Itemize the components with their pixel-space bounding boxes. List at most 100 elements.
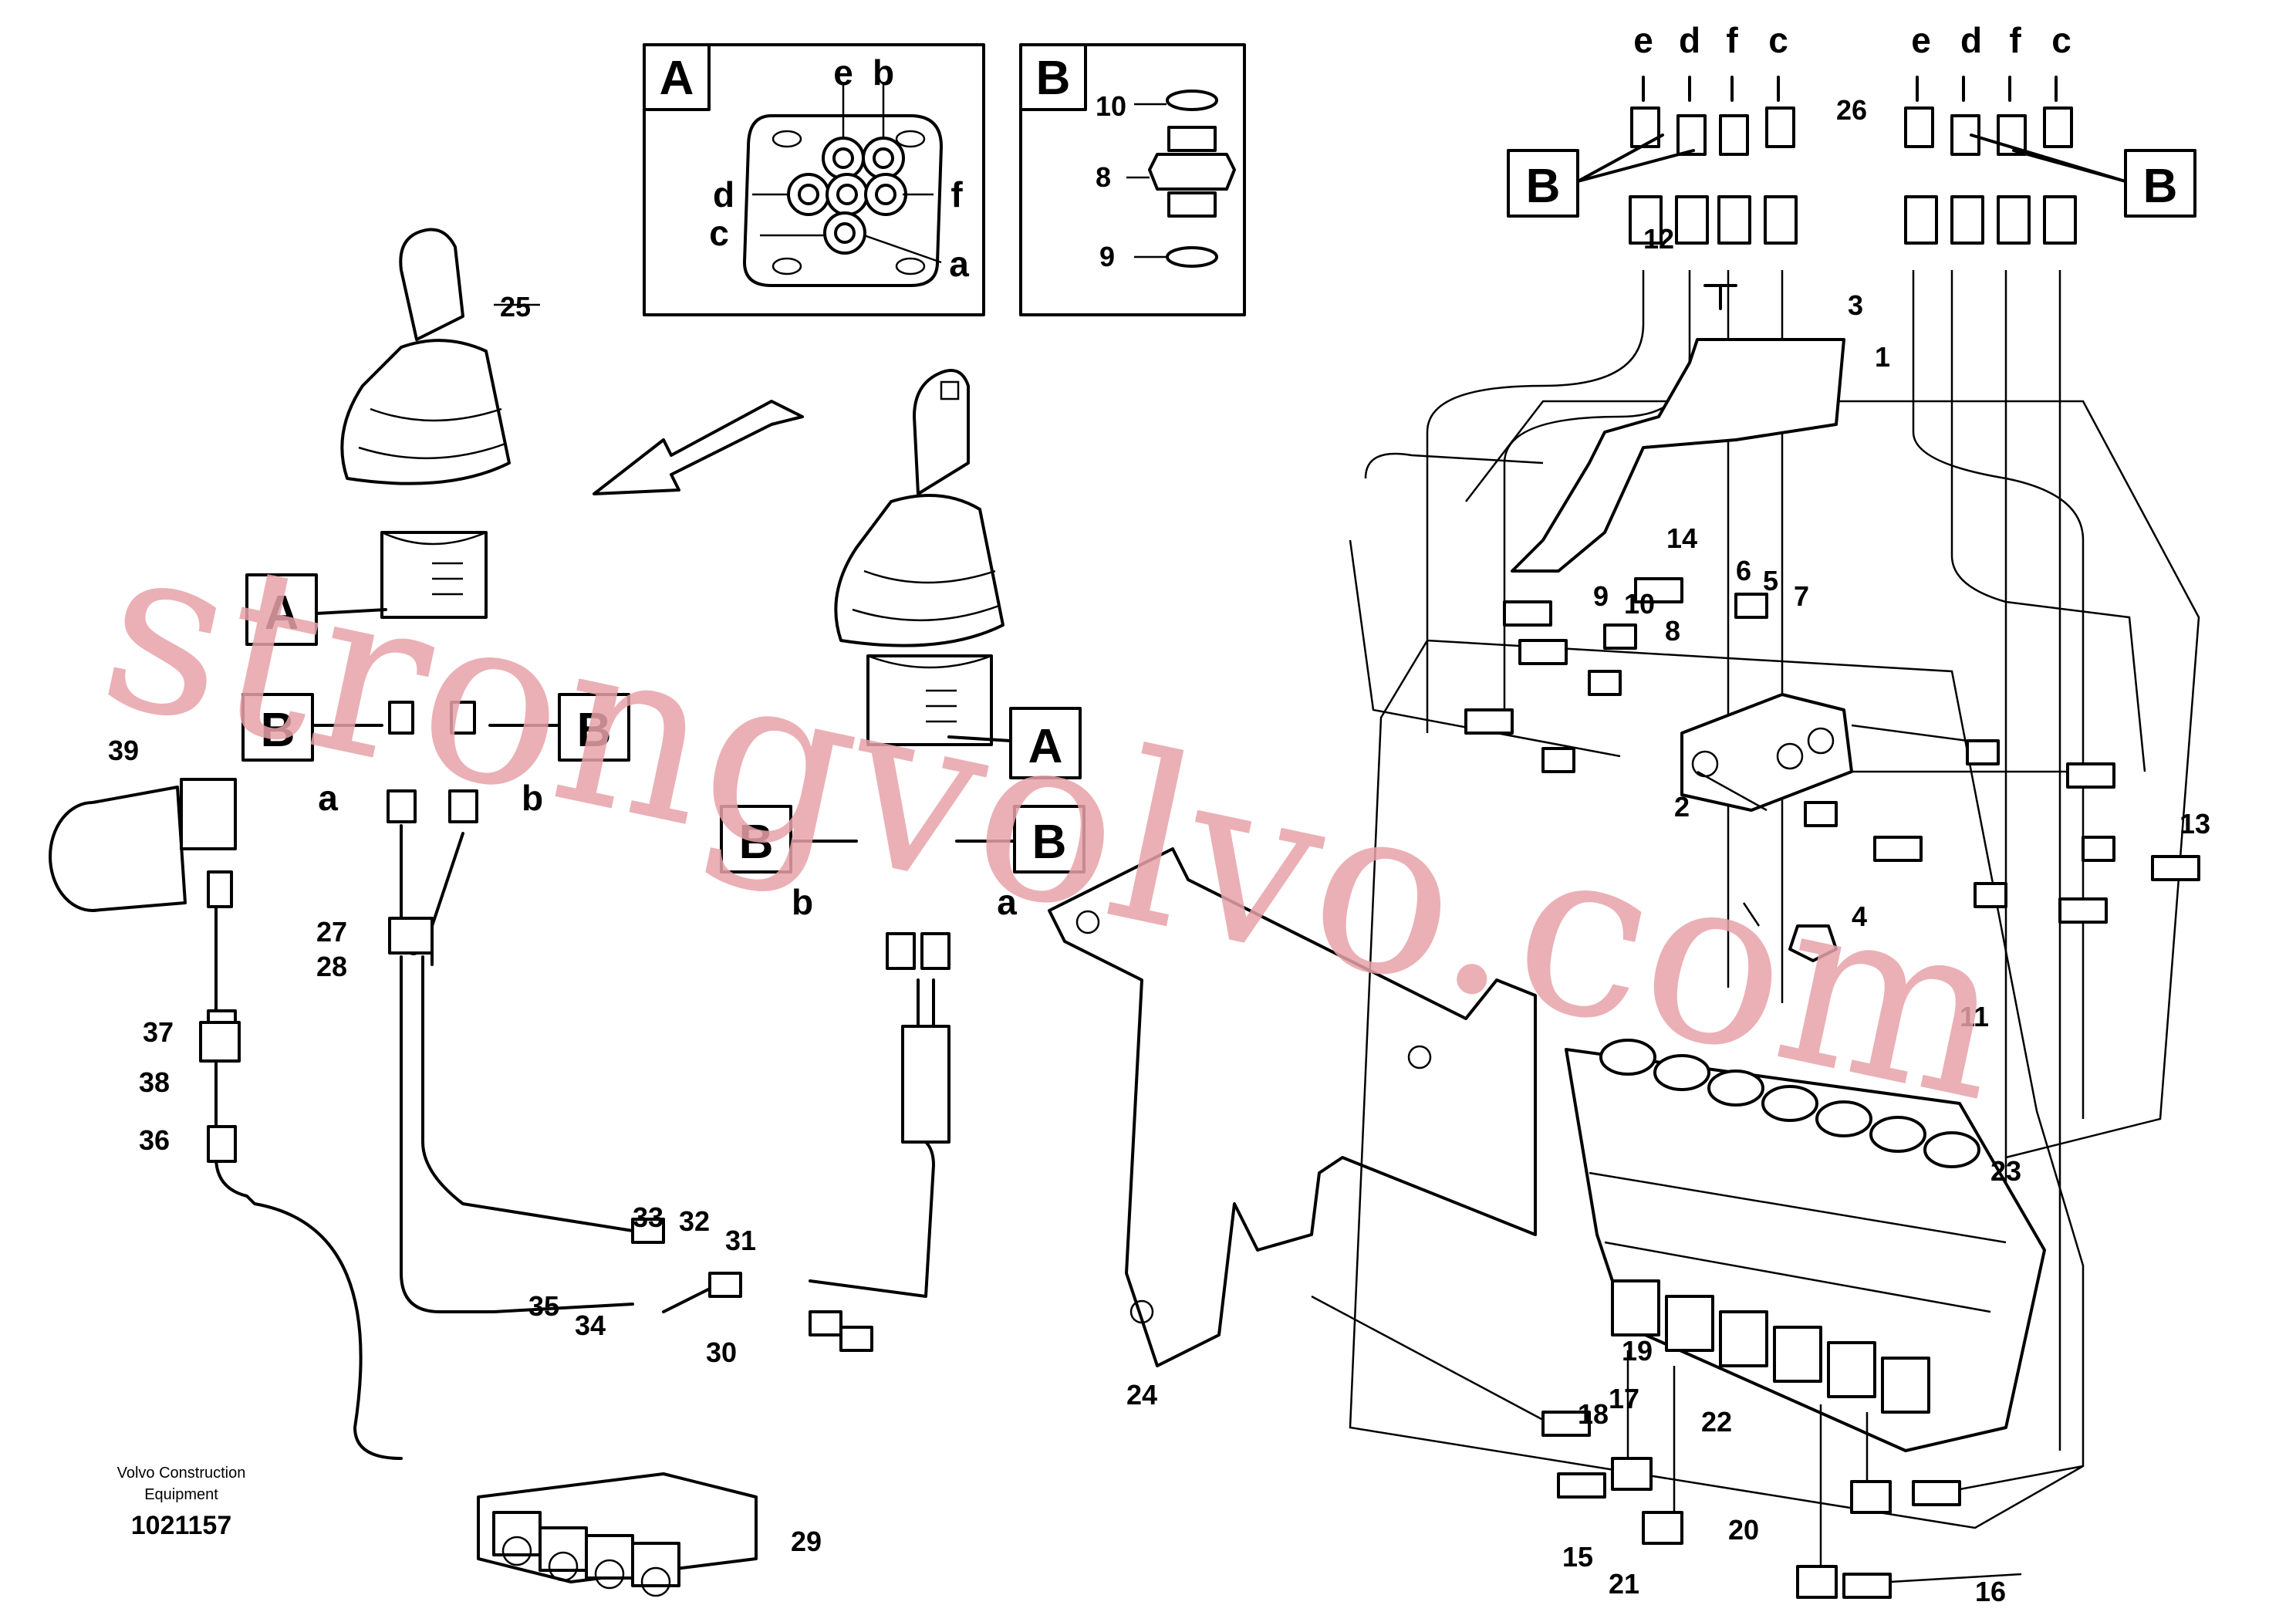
svg-text:3: 3 [1848, 289, 1863, 321]
callout-b-mid-2: B [955, 805, 1086, 874]
svg-text:21: 21 [1609, 1568, 1639, 1600]
callout-b-left-1: B [241, 693, 383, 762]
svg-text:8: 8 [1665, 615, 1680, 647]
left-joystick [340, 228, 540, 619]
inset-a-port-d: d [713, 174, 734, 215]
callout-b-top-left: B [1507, 133, 1695, 218]
inset-a-port-f: f [950, 174, 963, 215]
direction-arrow-icon [593, 400, 804, 495]
svg-text:26: 26 [1836, 94, 1867, 126]
svg-text:19: 19 [1622, 1335, 1653, 1367]
svg-text:a: a [318, 778, 338, 818]
svg-text:22: 22 [1701, 1406, 1732, 1438]
svg-text:35: 35 [528, 1290, 559, 1322]
svg-text:32: 32 [679, 1205, 710, 1237]
mounting-bracket [1048, 847, 1537, 1367]
fitting-rows [1464, 577, 2200, 962]
svg-text:5: 5 [1763, 565, 1778, 596]
svg-text:39: 39 [108, 735, 139, 766]
svg-text:29: 29 [791, 1526, 822, 1557]
svg-text:34: 34 [575, 1309, 606, 1341]
svg-text:37: 37 [143, 1016, 174, 1048]
inset-a-port-c: c [709, 213, 729, 253]
credit-line-1: Volvo Construction [117, 1465, 246, 1482]
svg-text:23: 23 [1990, 1155, 2021, 1187]
svg-text:7: 7 [1794, 580, 1809, 612]
svg-text:4: 4 [1852, 901, 1867, 932]
svg-text:B: B [739, 816, 774, 869]
svg-text:f: f [2009, 20, 2021, 60]
svg-text:24: 24 [1126, 1379, 1157, 1411]
main-control-valve [1565, 1039, 2046, 1452]
inset-a: A e b d f c a [643, 43, 985, 316]
inset-b: B 10 8 9 [1019, 43, 1246, 316]
svg-text:d: d [1960, 20, 1982, 60]
svg-text:a: a [997, 882, 1017, 922]
svg-text:30: 30 [706, 1336, 737, 1368]
svg-text:B: B [1526, 160, 1561, 213]
svg-text:e: e [1911, 20, 1931, 60]
inset-a-port-e: e [833, 52, 853, 93]
right-joystick [834, 369, 1004, 746]
svg-text:28: 28 [316, 951, 347, 982]
callout-a-right: A [947, 707, 1082, 779]
inset-a-port-b: b [873, 52, 894, 93]
svg-text:f: f [1726, 20, 1738, 60]
callout-boxes: A A B B B B B B [241, 133, 2196, 874]
svg-text:1: 1 [1875, 341, 1890, 373]
callout-b-top-right: B [1970, 133, 2196, 218]
svg-text:B: B [261, 704, 295, 757]
svg-text:e: e [1633, 20, 1653, 60]
svg-text:17: 17 [1609, 1383, 1639, 1414]
svg-text:A: A [265, 586, 299, 640]
svg-text:d: d [1679, 20, 1700, 60]
left-hose-assembly [214, 701, 634, 1460]
svg-text:33: 33 [633, 1201, 663, 1233]
drawing-id: 1021157 [131, 1511, 232, 1540]
inset-b-part-8: 8 [1096, 161, 1111, 193]
watermark: strongvolvo.com [83, 488, 2028, 1154]
svg-text:25: 25 [500, 291, 531, 323]
svg-text:A: A [1028, 720, 1063, 773]
svg-text:2: 2 [1674, 791, 1690, 823]
inset-b-part-9: 9 [1099, 241, 1115, 272]
inset-a-title: A [660, 52, 694, 105]
shuttle-valve-block [1680, 693, 1853, 812]
svg-text:b: b [792, 882, 813, 922]
support-bracket [1511, 338, 1845, 573]
inset-b-title: B [1036, 52, 1071, 105]
part-number-labels: 1 2 3 4 5 6 7 8 9 10 11 12 13 14 15 16 1… [108, 94, 2210, 1607]
svg-text:c: c [2051, 20, 2071, 60]
svg-text:12: 12 [1643, 223, 1674, 255]
svg-text:20: 20 [1728, 1514, 1759, 1546]
bottom-elbow-fittings [1311, 1295, 2084, 1599]
svg-text:13: 13 [2180, 808, 2210, 840]
upper-hose-group [1349, 270, 2146, 1451]
callout-a-left: A [245, 573, 387, 646]
svg-text:31: 31 [725, 1225, 756, 1256]
inset-b-part-10: 10 [1096, 90, 1126, 122]
callout-b-mid-1: B [720, 805, 858, 874]
svg-text:16: 16 [1975, 1576, 2006, 1607]
svg-text:10: 10 [1624, 588, 1655, 620]
svg-text:36: 36 [139, 1124, 170, 1156]
pressure-accumulator [49, 778, 241, 1163]
svg-text:B: B [2143, 160, 2178, 213]
svg-text:6: 6 [1736, 555, 1751, 586]
svg-text:c: c [1768, 20, 1788, 60]
svg-text:B: B [1032, 816, 1067, 869]
inset-a-port-a: a [949, 244, 969, 284]
callout-b-left-2: B [488, 693, 630, 762]
top-fittings [1629, 76, 2077, 310]
svg-text:18: 18 [1578, 1398, 1609, 1430]
solenoid-valve-block-left [477, 1472, 758, 1597]
credit-line-2: Equipment [144, 1486, 218, 1503]
tee-fittings [492, 932, 950, 1352]
svg-text:B: B [577, 704, 612, 757]
svg-text:38: 38 [139, 1066, 170, 1098]
svg-text:15: 15 [1562, 1541, 1593, 1573]
svg-text:11: 11 [1960, 1001, 1989, 1032]
svg-text:b: b [522, 778, 543, 818]
back-frame [1349, 400, 2200, 1529]
